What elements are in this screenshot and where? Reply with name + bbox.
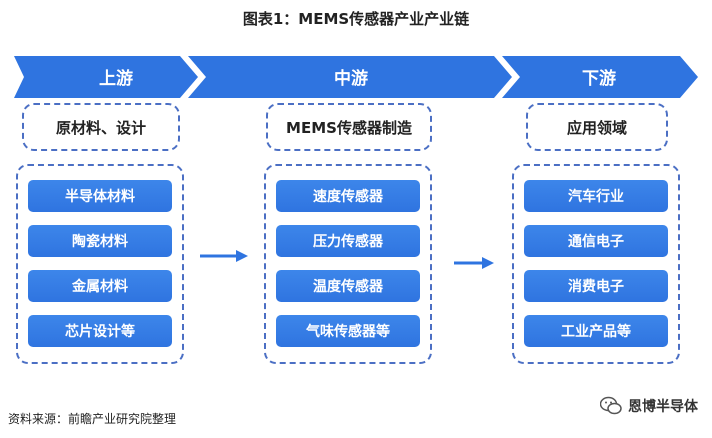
stage-banner <box>14 56 698 98</box>
list-item: 速度传感器 <box>276 180 420 212</box>
upstream-header-label: 原材料、设计 <box>55 118 146 137</box>
chevron-upstream <box>14 56 198 98</box>
wechat-account: 恩博半导体 <box>600 396 698 416</box>
list-item: 消费电子 <box>524 270 668 302</box>
upstream-list: 半导体材料 陶瓷材料 金属材料 芯片设计等 <box>16 164 184 364</box>
downstream-list: 汽车行业 通信电子 消费电子 工业产品等 <box>512 164 680 364</box>
list-item: 气味传感器等 <box>276 315 420 347</box>
list-item: 汽车行业 <box>524 180 668 212</box>
list-item: 金属材料 <box>28 270 172 302</box>
list-item: 芯片设计等 <box>28 315 172 347</box>
list-item: 温度传感器 <box>276 270 420 302</box>
wechat-account-name: 恩博半导体 <box>628 399 698 415</box>
downstream-header: 应用领域 <box>526 103 668 151</box>
chevron-downstream <box>502 56 698 98</box>
downstream-header-label: 应用领域 <box>566 118 627 137</box>
flow-arrow-icon <box>200 250 248 262</box>
stage-label-downstream: 下游 <box>582 69 616 89</box>
chevron-midstream <box>188 56 512 98</box>
list-item: 半导体材料 <box>28 180 172 212</box>
flow-arrow-icon <box>454 257 494 269</box>
midstream-header: MEMS传感器制造 <box>266 103 432 151</box>
list-item: 压力传感器 <box>276 225 420 257</box>
wechat-icon <box>600 396 622 415</box>
list-item: 陶瓷材料 <box>28 225 172 257</box>
stage-label-upstream: 上游 <box>99 69 133 89</box>
list-item: 通信电子 <box>524 225 668 257</box>
chart-title: 图表1：MEMS传感器产业产业链 <box>242 10 470 28</box>
midstream-list: 速度传感器 压力传感器 温度传感器 气味传感器等 <box>264 164 432 364</box>
stage-label-midstream: 中游 <box>334 69 368 89</box>
midstream-header-label: MEMS传感器制造 <box>286 118 412 137</box>
upstream-header: 原材料、设计 <box>22 103 180 151</box>
list-item: 工业产品等 <box>524 315 668 347</box>
source-note: 资料来源：前瞻产业研究院整理 <box>8 412 177 426</box>
